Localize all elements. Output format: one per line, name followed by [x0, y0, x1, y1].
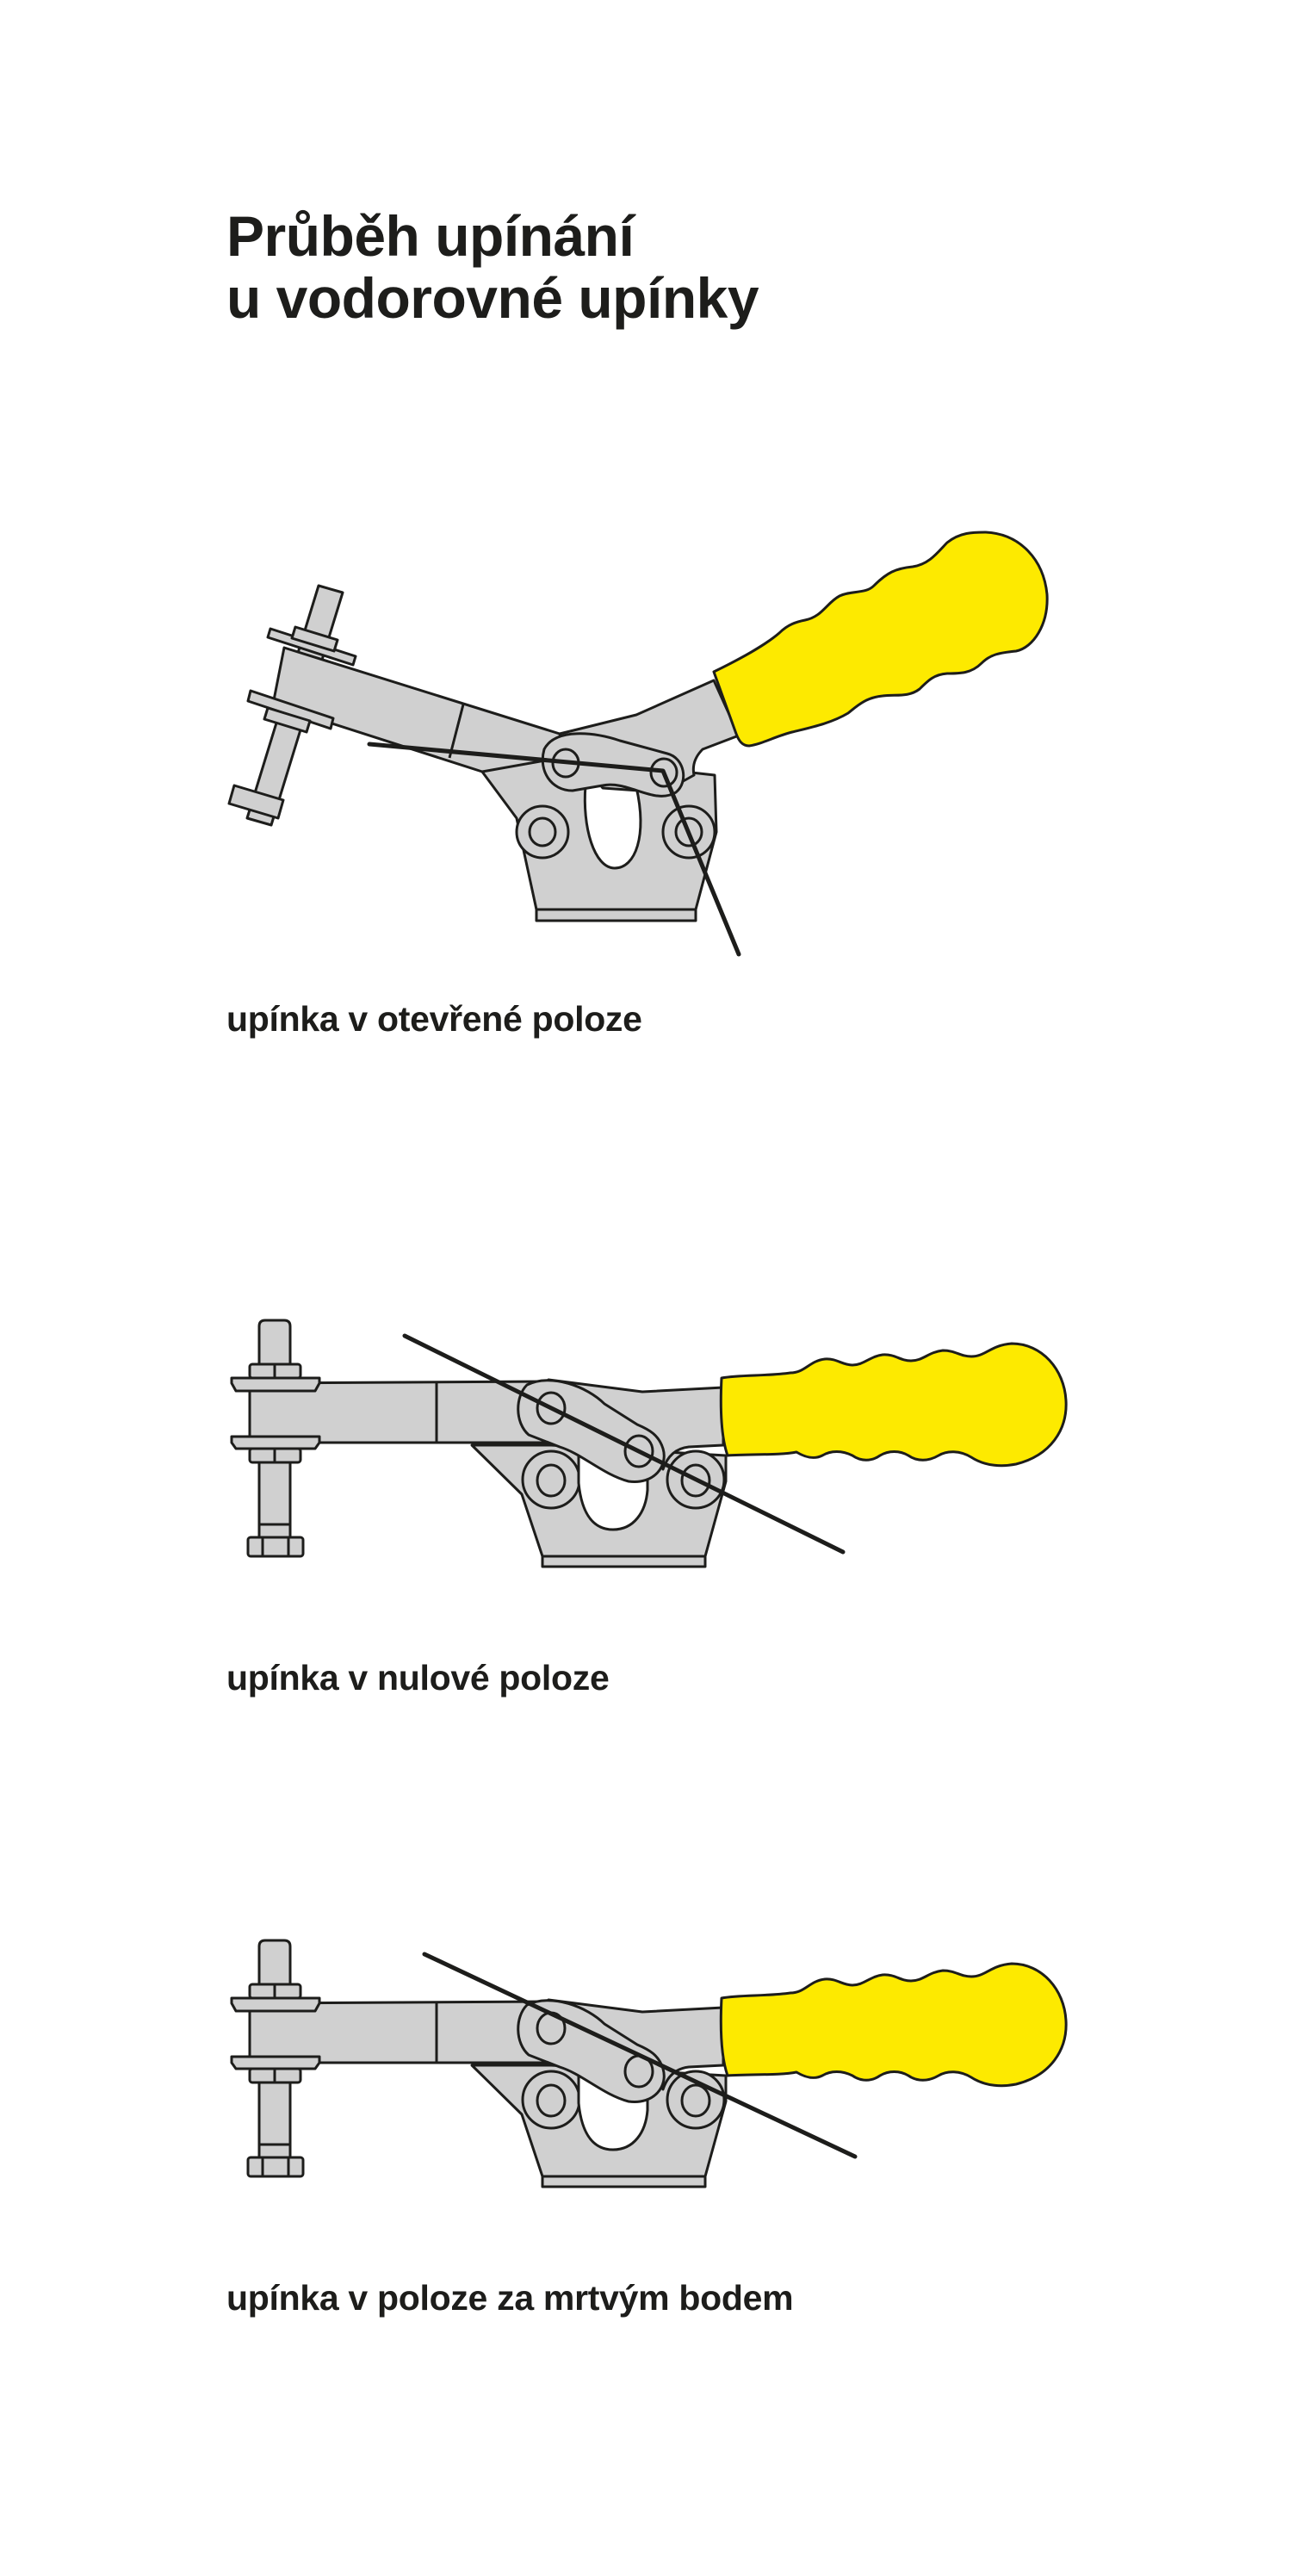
clamp-over-center-position	[230, 1939, 1068, 2188]
clamp-drawing	[230, 1319, 1068, 1568]
clamp-drawing	[230, 1939, 1068, 2188]
toggle-reference-line	[422, 1952, 858, 2159]
handle-grip	[712, 531, 1049, 748]
base-slot	[583, 784, 642, 870]
lower-washer	[246, 689, 335, 730]
clamp-arm	[271, 646, 570, 777]
caption-zero-position: upínka v nulové poloze	[226, 1658, 610, 1698]
upper-nut	[290, 625, 339, 653]
caption-over-center-position: upínka v poloze za mrtvým bodem	[226, 2278, 794, 2318]
clamp-zero-position	[230, 1319, 1068, 1568]
base-plate	[535, 908, 697, 922]
clamp-open-position	[227, 531, 1049, 957]
pivot-pin	[528, 816, 557, 847]
page-title: Průběh upínání u vodorovné upínky	[226, 205, 759, 329]
lower-nut	[263, 706, 312, 734]
page-title-line-2: u vodorovné upínky	[226, 266, 759, 330]
bolt-head	[227, 784, 285, 820]
toggle-reference-line	[367, 742, 741, 957]
toggle-reference-line	[402, 1333, 846, 1555]
page-title-line-1: Průběh upínání	[226, 204, 635, 268]
caption-open-position: upínka v otevřené poloze	[226, 999, 642, 1039]
